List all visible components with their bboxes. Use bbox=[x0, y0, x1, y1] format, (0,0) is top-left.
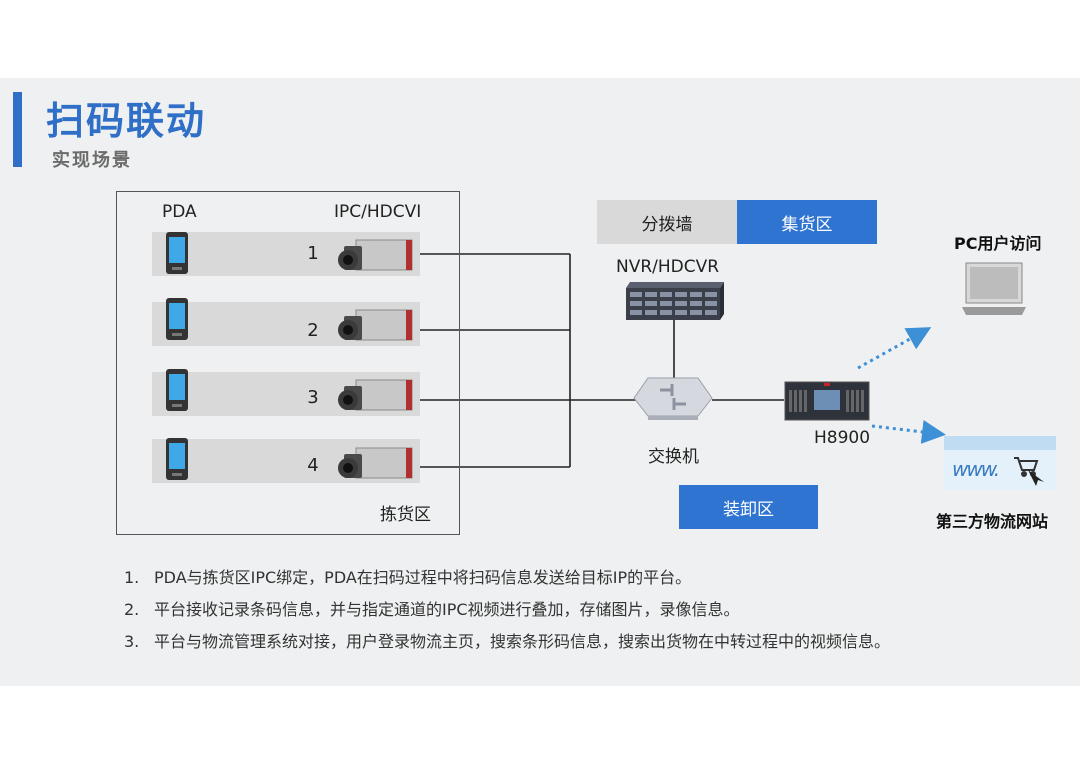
svg-text:www.: www. bbox=[952, 457, 998, 481]
lane-number: 3 bbox=[307, 387, 319, 408]
note-number: 2. bbox=[124, 600, 140, 619]
note-number: 1. bbox=[124, 568, 140, 587]
camera-column-label: IPC/HDCVI bbox=[334, 202, 422, 222]
laptop-icon bbox=[962, 262, 1026, 315]
pda-icon bbox=[166, 369, 188, 411]
zone-sorting-wall: 分拨墙 bbox=[597, 200, 737, 244]
website-icon: www. bbox=[944, 436, 1056, 490]
nvr-label: NVR/HDCVR bbox=[616, 257, 720, 277]
camera-icon bbox=[338, 379, 413, 411]
pda-icon bbox=[166, 232, 188, 274]
lane-number: 2 bbox=[307, 320, 319, 341]
platform-icon bbox=[784, 381, 870, 421]
zone-collection: 集货区 bbox=[737, 200, 877, 244]
pick-area-box bbox=[116, 191, 460, 535]
zone-loading: 装卸区 bbox=[679, 485, 818, 529]
camera-icon bbox=[338, 239, 413, 271]
camera-icon bbox=[338, 309, 413, 341]
note-number: 3. bbox=[124, 632, 140, 651]
connection-lines bbox=[412, 253, 946, 468]
lane-number: 4 bbox=[307, 455, 319, 476]
slide: 扫码联动 实现场景 PDA IPC/HDCVI 拣货区 bbox=[0, 78, 1080, 686]
accent-bar bbox=[13, 92, 22, 167]
page-title: 扫码联动 bbox=[46, 99, 207, 143]
switch-icon bbox=[633, 377, 713, 420]
switch-label: 交换机 bbox=[648, 447, 699, 467]
third-party-label: 第三方物流网站 bbox=[936, 512, 1049, 531]
note-item: 1. PDA与拣货区IPC绑定，PDA在扫码过程中将扫码信息发送给目标IP的平台… bbox=[124, 562, 964, 594]
note-text: PDA与拣货区IPC绑定，PDA在扫码过程中将扫码信息发送给目标IP的平台。 bbox=[154, 568, 692, 587]
note-item: 2. 平台接收记录条码信息，并与指定通道的IPC视频进行叠加，存储图片，录像信息… bbox=[124, 594, 964, 626]
pda-column-label: PDA bbox=[162, 202, 197, 222]
platform-label: H8900 bbox=[814, 428, 871, 448]
pc-user-label: PC用户访问 bbox=[954, 234, 1042, 253]
pick-zone-label: 拣货区 bbox=[380, 505, 431, 525]
note-text: 平台与物流管理系统对接，用户登录物流主页，搜索条形码信息，搜索出货物在中转过程中… bbox=[154, 632, 891, 651]
camera-icon bbox=[338, 447, 413, 479]
notes-list: 1. PDA与拣货区IPC绑定，PDA在扫码过程中将扫码信息发送给目标IP的平台… bbox=[124, 562, 964, 658]
nvr-icon bbox=[626, 282, 724, 320]
lane-number: 1 bbox=[307, 243, 319, 264]
pda-icon bbox=[166, 438, 188, 480]
note-text: 平台接收记录条码信息，并与指定通道的IPC视频进行叠加，存储图片，录像信息。 bbox=[154, 600, 740, 619]
note-item: 3. 平台与物流管理系统对接，用户登录物流主页，搜索条形码信息，搜索出货物在中转… bbox=[124, 626, 966, 658]
page-subtitle: 实现场景 bbox=[52, 150, 132, 171]
pda-icon bbox=[166, 298, 188, 340]
